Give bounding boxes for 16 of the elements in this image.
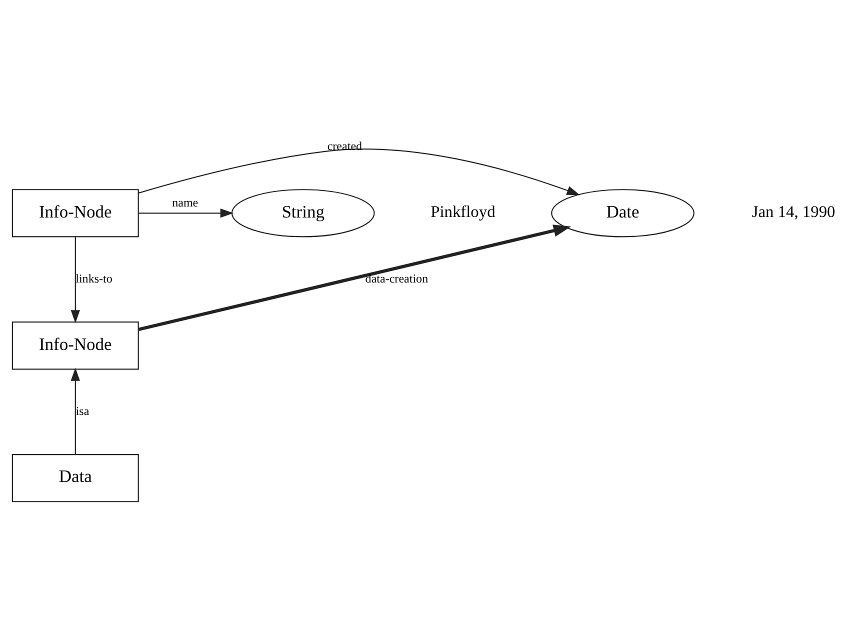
node-ellipse: String: [231, 188, 375, 237]
arrow: [70, 236, 80, 323]
arrow: [138, 208, 234, 218]
arrow: [138, 224, 572, 331]
edge-label: data-creation: [365, 270, 428, 285]
node-box: Info-Node: [12, 188, 139, 237]
arrow: [138, 148, 580, 195]
edge-label: links-to: [76, 270, 112, 285]
edge-label: created: [327, 138, 362, 152]
arrow: [70, 367, 80, 454]
edge-label: isa: [76, 403, 90, 418]
node-label: Pinkfloyd: [430, 201, 496, 220]
edge-label: name: [172, 194, 198, 209]
node-box: Data: [12, 454, 139, 502]
node-box: Info-Node: [12, 321, 139, 370]
node-label: Jan 14, 1990: [752, 201, 836, 220]
